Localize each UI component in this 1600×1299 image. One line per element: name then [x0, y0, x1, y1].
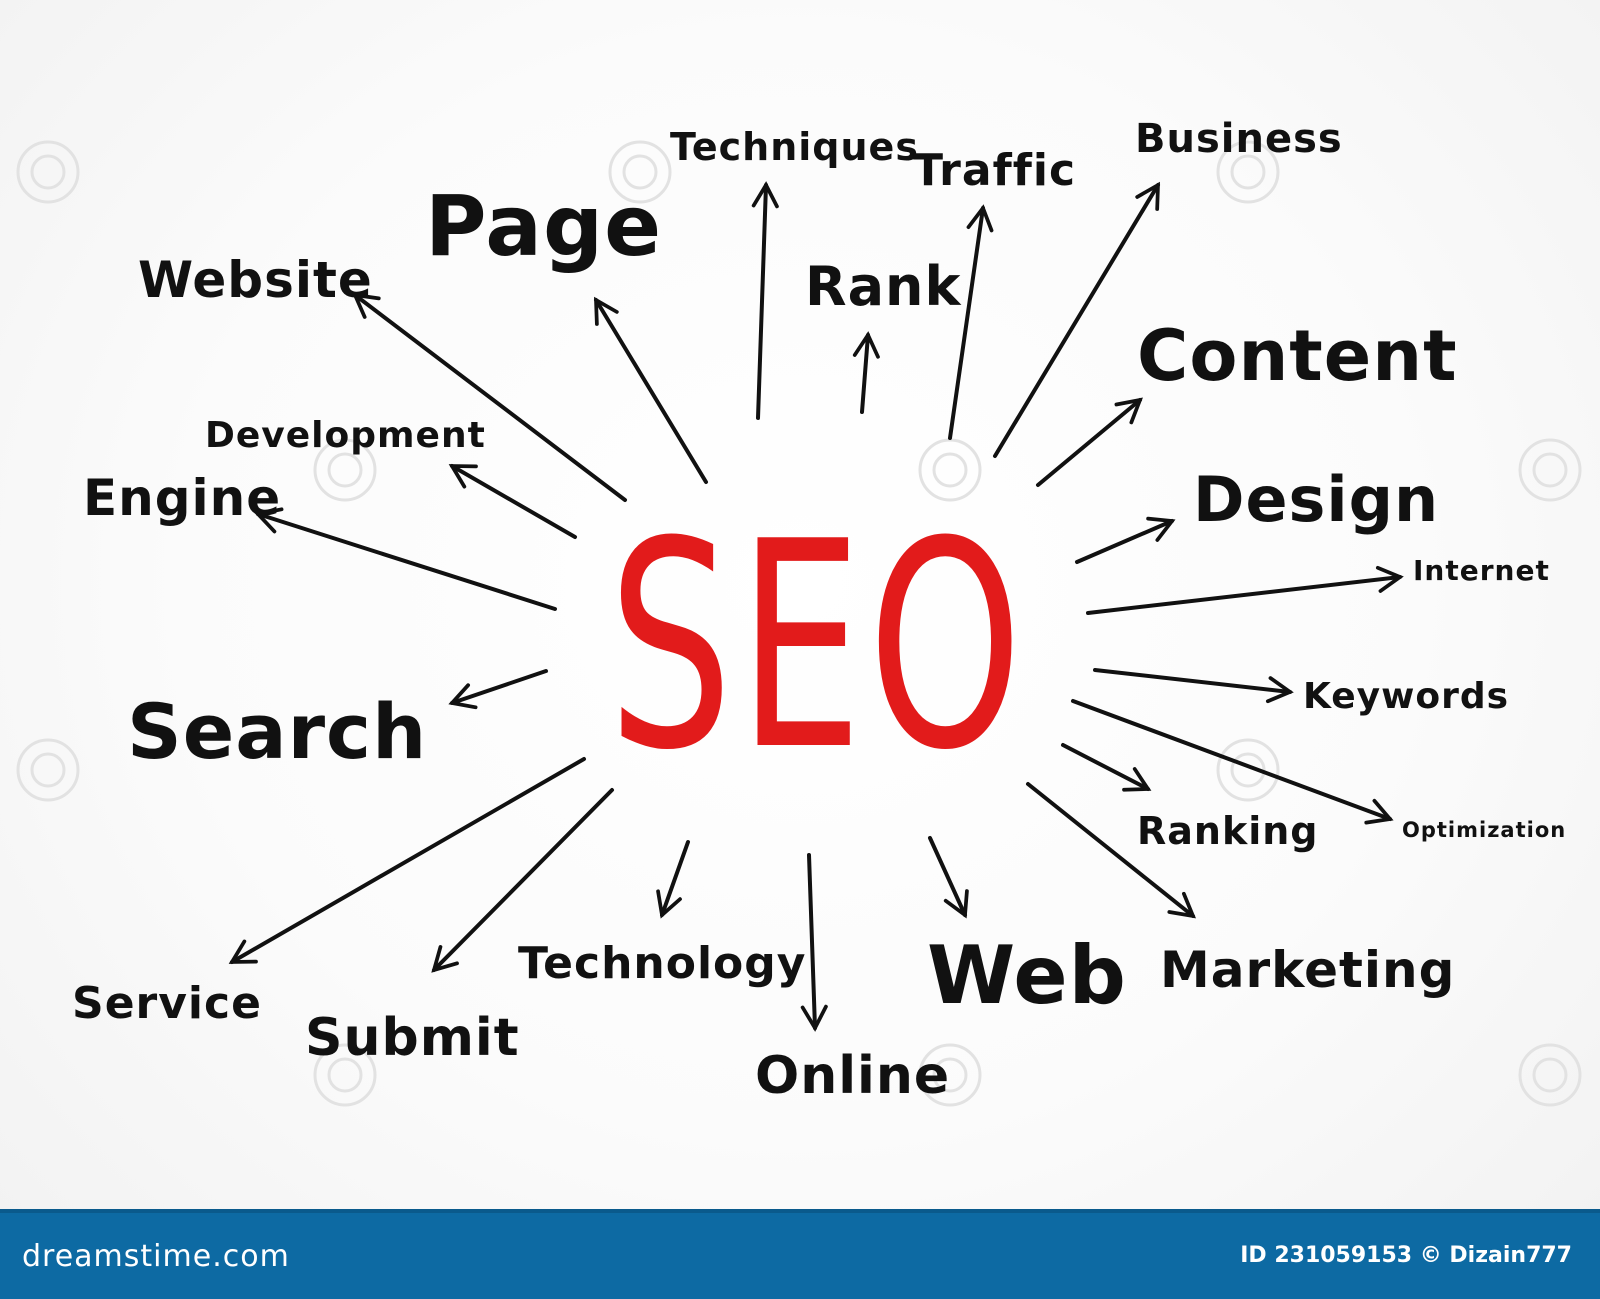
arrow-service [228, 757, 586, 964]
arrow-internet [1086, 565, 1404, 615]
arrow-engine [254, 507, 557, 611]
arrow-submit [431, 788, 614, 973]
watermark-swirl-icon [1216, 140, 1280, 204]
watermark-pattern [16, 140, 1582, 1107]
arrow-rank [852, 331, 880, 414]
arrow-optimization [1071, 699, 1394, 825]
arrow-development [448, 464, 577, 539]
watermark-swirl-icon [1518, 438, 1582, 502]
label-traffic: Traffic [913, 145, 1076, 196]
label-web: Web [927, 929, 1127, 1022]
label-ranking: Ranking [1137, 809, 1319, 853]
label-online: Online [755, 1046, 950, 1106]
label-submit: Submit [305, 1008, 520, 1068]
arrow-page [594, 296, 708, 484]
watermark-swirl-icon [313, 1043, 377, 1107]
arrow-web [928, 836, 969, 919]
arrow-ranking [1061, 743, 1152, 792]
watermark-swirl-icon [918, 1043, 982, 1107]
arrow-keywords [1093, 668, 1294, 704]
watermark-swirl-icon [1216, 738, 1280, 802]
label-design: Design [1193, 463, 1439, 536]
arrow-website [351, 292, 627, 502]
label-engine: Engine [83, 469, 281, 527]
seo-mindmap-diagram: SEO Techniques Traffic Business Page Ran… [16, 116, 1582, 1107]
label-service: Service [72, 978, 262, 1029]
arrow-search [448, 669, 548, 710]
arrow-technology [656, 840, 690, 919]
label-rank: Rank [805, 255, 961, 318]
watermark-swirl-icon [313, 438, 377, 502]
arrows [228, 181, 1404, 1032]
label-internet: Internet [1413, 554, 1550, 587]
arrow-marketing [1026, 782, 1197, 919]
stock-footer-bar: dreamstime.com ID 231059153 © Dizain777 [0, 1209, 1600, 1299]
arrow-business [993, 181, 1160, 458]
arrow-online [800, 853, 828, 1032]
watermark-swirl-icon [16, 738, 80, 802]
label-optimization: Optimization [1402, 818, 1566, 842]
watermark-swirl-icon [1518, 1043, 1582, 1107]
label-business: Business [1135, 116, 1343, 162]
footer-image-id: ID 231059153 © Dizain777 [1240, 1243, 1572, 1268]
label-search: Search [127, 687, 427, 776]
watermark-swirl-icon [608, 140, 672, 204]
label-keywords: Keywords [1303, 676, 1509, 717]
central-topic-seo: SEO [608, 481, 1028, 813]
label-technology: Technology [518, 938, 806, 989]
arrow-content [1036, 397, 1143, 487]
label-website: Website [138, 251, 373, 309]
footer-site-name: dreamstime.com [22, 1239, 290, 1274]
arrow-design [1075, 516, 1176, 564]
arrow-traffic [948, 204, 994, 440]
label-marketing: Marketing [1160, 941, 1455, 999]
arrow-techniques [751, 181, 779, 420]
watermark-swirl-icon [16, 140, 80, 204]
label-content: Content [1137, 315, 1458, 397]
label-page: Page [425, 177, 662, 275]
keyword-labels: Techniques Traffic Business Page Rank We… [72, 116, 1566, 1106]
label-development: Development [205, 415, 486, 456]
label-techniques: Techniques [670, 125, 919, 169]
